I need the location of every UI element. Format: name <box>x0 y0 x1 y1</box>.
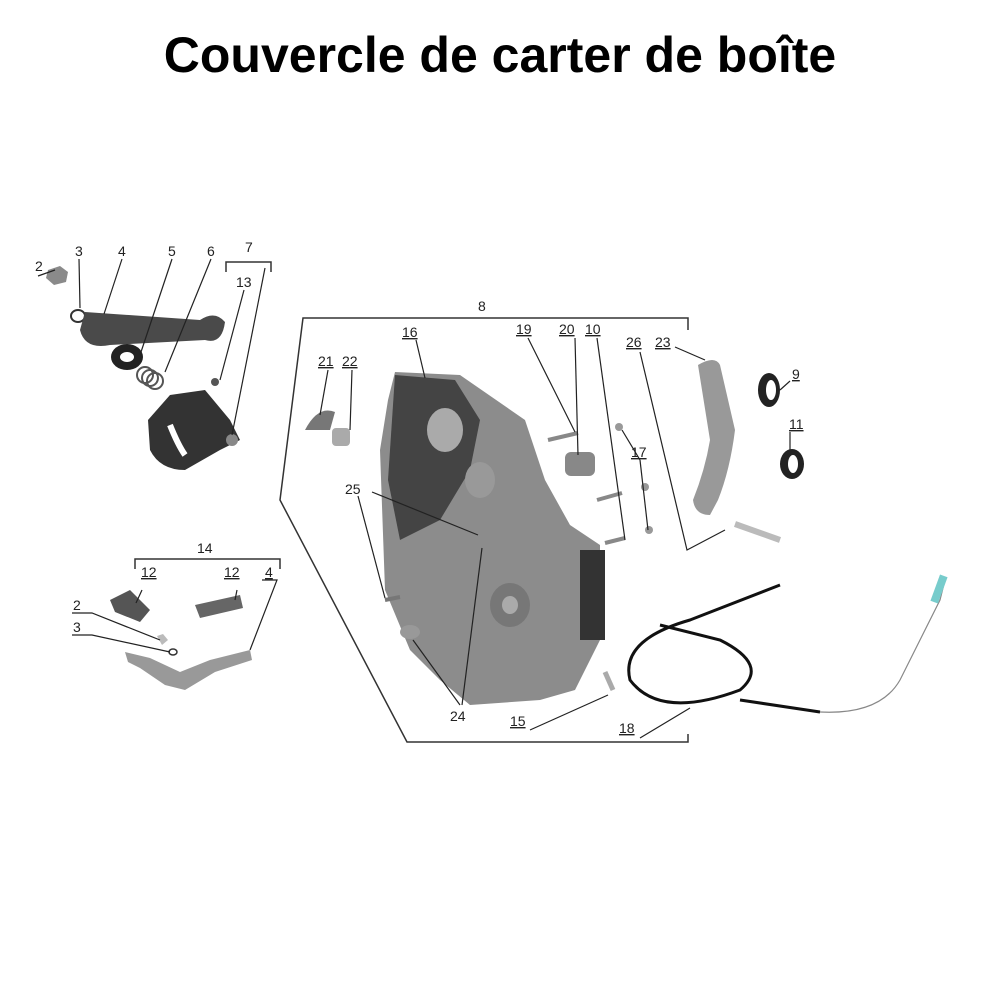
clutch-cable-part <box>627 574 948 714</box>
spring-part <box>136 366 164 390</box>
callout-11: 11 <box>789 416 804 432</box>
callout-6: 6 <box>207 243 215 259</box>
callout-20: 20 <box>559 321 575 337</box>
callout-12: 12 <box>141 564 157 580</box>
leader-lines <box>37 258 791 739</box>
callout-18: 18 <box>619 720 635 736</box>
dowel-part <box>400 625 420 639</box>
callout-14: 14 <box>197 540 213 556</box>
callout-3: 3 <box>73 619 81 635</box>
bracket-14 <box>134 558 281 569</box>
bolt-part <box>384 595 401 602</box>
bracket-7 <box>225 261 272 272</box>
callout-21: 21 <box>318 353 334 369</box>
callout-17: 17 <box>631 444 647 460</box>
stud-part <box>604 536 626 545</box>
pedal-rubber-part <box>110 590 150 622</box>
shift-lever-assembly <box>46 266 240 470</box>
washer-part <box>168 648 178 656</box>
small-parts <box>305 360 948 714</box>
pedal-arm-part <box>125 650 252 690</box>
callout-19: 19 <box>516 321 532 337</box>
diagram-title: Couvercle de carter de boîte <box>163 27 837 83</box>
chain-guide-part <box>693 360 735 515</box>
callout-15: 15 <box>510 713 526 729</box>
bolt-part <box>733 521 782 543</box>
callout-5: 5 <box>168 243 176 259</box>
callout-26: 26 <box>626 334 642 350</box>
nut-part <box>157 634 168 645</box>
callout-16: 16 <box>402 324 418 340</box>
gasket-piece-part <box>305 410 335 430</box>
rubber-mount-part <box>565 452 595 476</box>
callout-labels: 2 3 4 5 6 7 13 14 12 12 4 2 3 8 16 21 22… <box>35 239 804 736</box>
callout-10: 10 <box>585 321 601 337</box>
bracket-8 <box>279 317 689 743</box>
callout-22: 22 <box>342 353 358 369</box>
bushing-part <box>332 428 350 446</box>
callout-25: 25 <box>345 481 361 497</box>
kick-pedal-assembly <box>110 590 252 690</box>
callout-13: 13 <box>236 274 252 290</box>
pin-part <box>211 378 219 386</box>
callout-7: 7 <box>245 239 253 255</box>
pedal-rubber-part <box>195 595 243 618</box>
callout-24: 24 <box>450 708 466 724</box>
callout-2: 2 <box>35 258 43 274</box>
stud-part <box>596 491 623 502</box>
gearbox-cover-housing <box>380 372 605 705</box>
callout-8: 8 <box>478 298 486 314</box>
lever-arm-part <box>80 312 225 346</box>
callout-23: 23 <box>655 334 671 350</box>
nut-part <box>46 266 68 285</box>
bolt-part <box>602 670 616 692</box>
callout-4: 4 <box>265 564 273 580</box>
nut-part <box>645 526 653 534</box>
stud-part <box>547 431 579 442</box>
nut-part <box>615 423 623 431</box>
callout-4: 4 <box>118 243 126 259</box>
callout-9: 9 <box>792 366 800 382</box>
selector-plate-part <box>148 390 240 470</box>
callout-2: 2 <box>73 597 81 613</box>
callout-3: 3 <box>75 243 83 259</box>
callout-12: 12 <box>224 564 240 580</box>
